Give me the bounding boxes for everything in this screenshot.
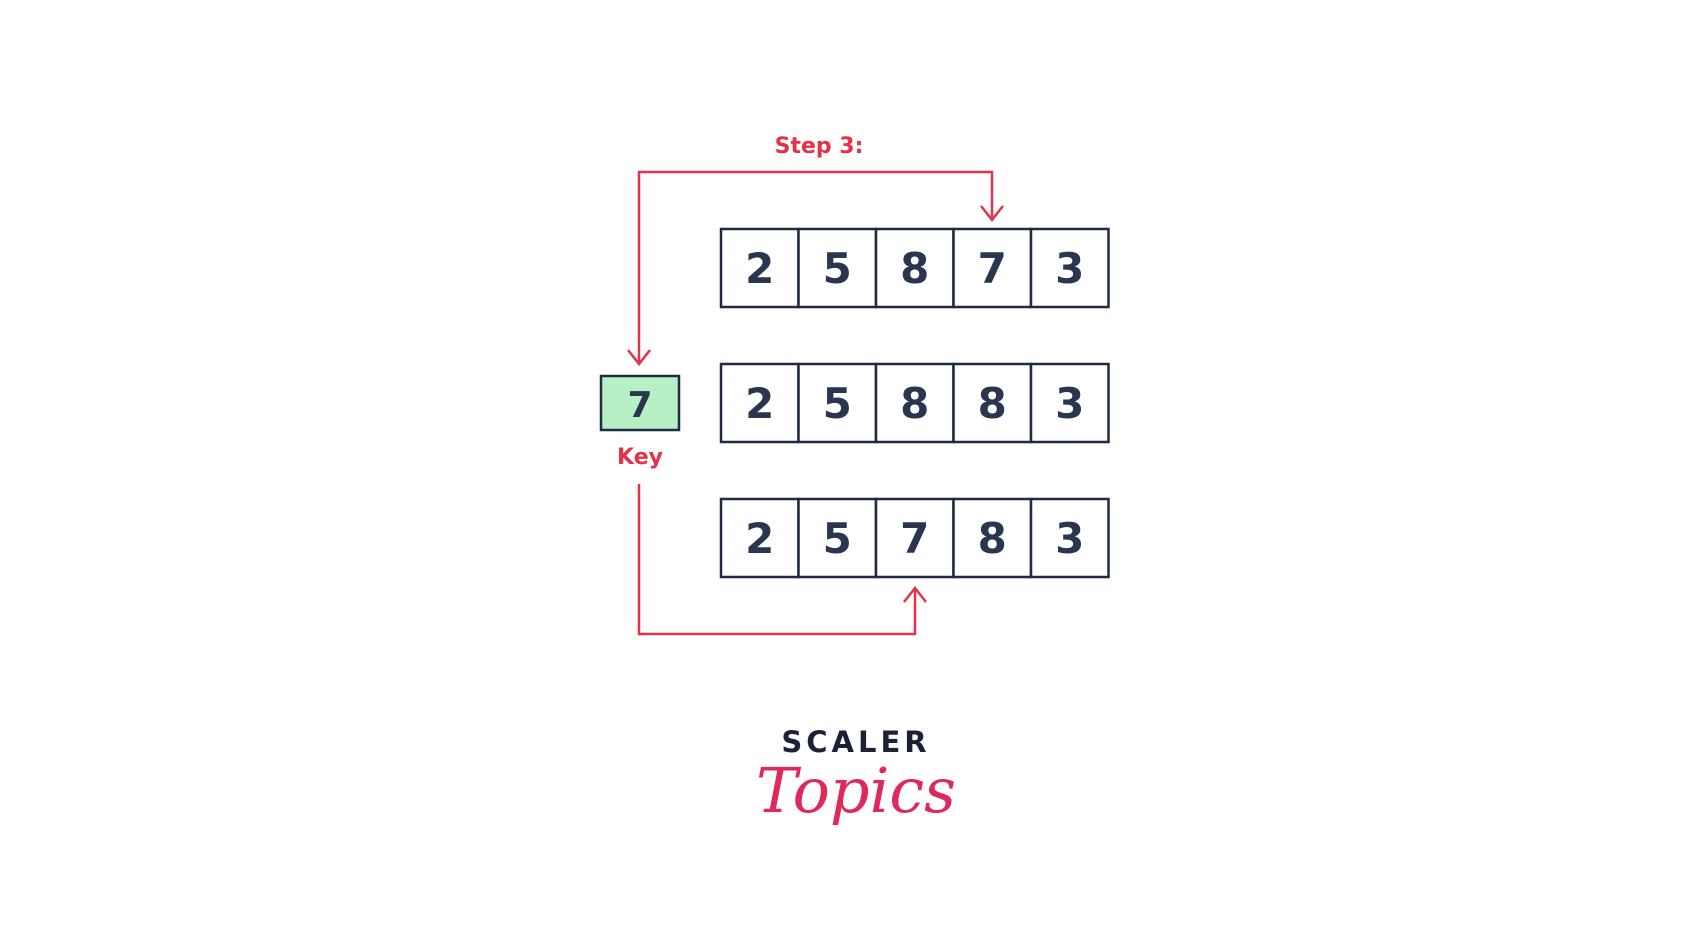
array-cell-value: 2 xyxy=(745,379,774,428)
array-cell xyxy=(874,362,955,444)
array-cell-value: 3 xyxy=(1055,244,1084,293)
arrow-top-head-right xyxy=(980,205,1004,223)
array-cell xyxy=(719,362,800,444)
array-cell xyxy=(952,497,1033,579)
arrow-top-head-key xyxy=(627,349,651,367)
scaler-topics-logo: SCALER Topics xyxy=(756,725,956,827)
array-cell-value: 3 xyxy=(1055,379,1084,428)
array-cell-value: 8 xyxy=(900,379,929,428)
brand-script: Topics xyxy=(756,754,956,827)
array-cell-value: 7 xyxy=(978,244,1007,293)
array-cell-value: 3 xyxy=(1055,514,1084,563)
array-cell-value: 5 xyxy=(823,379,852,428)
array-cell-value: 5 xyxy=(823,244,852,293)
arrow-bottom-line xyxy=(637,484,917,636)
arrow-bottom-head xyxy=(903,585,927,603)
key-label: Key xyxy=(617,445,663,470)
array-cell-value: 5 xyxy=(823,514,852,563)
key-rect xyxy=(599,374,681,432)
array-cell xyxy=(1029,227,1110,309)
array-cell-value: 2 xyxy=(745,244,774,293)
array-cell xyxy=(952,227,1033,309)
array-cell xyxy=(1029,497,1110,579)
arrow-bottom xyxy=(637,484,927,636)
array-cell-value: 2 xyxy=(745,514,774,563)
array-cell-value: 7 xyxy=(900,514,929,563)
arrow-top xyxy=(627,170,1004,367)
array-cell xyxy=(797,497,878,579)
key-value: 7 xyxy=(627,385,652,426)
brand-title: SCALER xyxy=(781,725,930,759)
array-cell xyxy=(1029,362,1110,444)
key-box: 7 xyxy=(599,374,681,432)
array-cell-value: 8 xyxy=(978,379,1007,428)
arrow-top-line xyxy=(637,170,994,362)
array-cell-value: 8 xyxy=(978,514,1007,563)
array-cell xyxy=(797,227,878,309)
step-label: Step 3: xyxy=(775,134,864,159)
array-cell-value: 8 xyxy=(900,244,929,293)
